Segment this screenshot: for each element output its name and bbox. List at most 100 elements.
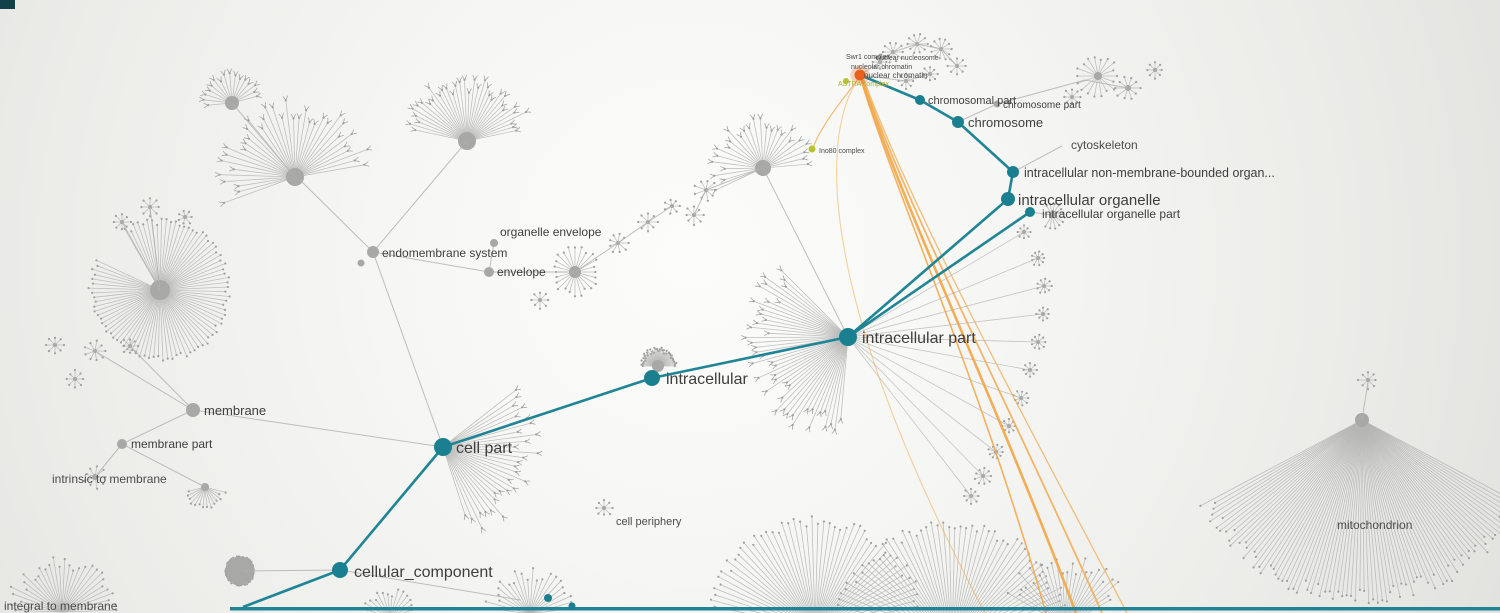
cluster-hub[interactable] [1366,378,1370,382]
spoke-tip [224,290,227,293]
node-label-intracellular-organelle-part[interactable]: intracellular organelle part [1042,207,1181,221]
term-label[interactable]: intrinsic to membrane [52,472,167,486]
cluster-hub[interactable] [1070,95,1074,99]
node-label-membrane-part[interactable]: membrane part [131,437,213,451]
term-label[interactable]: mitochondrion [1337,518,1412,532]
graph-node-intracellular-organelle[interactable] [1001,192,1015,206]
graph-node-organelle-envelope[interactable] [490,239,498,247]
graph-node-intracellular-organelle-part[interactable] [1025,207,1035,217]
node-label-chromosome-part[interactable]: chromosome part [1003,100,1081,111]
graph-node-chromosomal-part[interactable] [915,95,925,105]
spoke-tip [112,220,115,224]
graph-node-astra-node[interactable] [843,78,849,84]
graph-node-bottom-teal-dot-2[interactable] [568,602,576,610]
spoke-tip [942,521,945,524]
fan-cluster [112,213,133,231]
spoke-tip [213,502,216,505]
spoke-tip [760,534,763,538]
node-label-intracellular-part[interactable]: intracellular part [862,330,976,347]
node-label-organelle-envelope[interactable]: organelle envelope [500,225,602,239]
cluster-hub[interactable] [1094,72,1102,80]
spoke-tip [85,472,88,476]
spoke-tip [568,290,571,293]
term-label[interactable]: nucleolar chromatin [851,64,912,71]
spoke-tip [1109,598,1112,601]
spoke-tip [73,386,77,389]
node-label-intracellular-organelle[interactable]: intracellular organelle [1018,192,1161,209]
graph-node-chromosome-part[interactable] [993,100,1001,108]
term-label[interactable]: nuclear chromatin [864,71,928,80]
spoke-tip [906,42,909,46]
spoke-tip [1460,554,1463,557]
graph-node-membrane-part[interactable] [117,439,127,449]
spoke-tip [923,67,926,70]
spoke-tip [1043,256,1046,260]
graph-node-chromosome[interactable] [952,116,964,128]
node-label-cellular-component[interactable]: cellular_component [354,564,493,581]
fan-cluster [9,556,118,613]
cluster-hub[interactable] [53,343,57,347]
spoke-tip [833,526,837,529]
cluster-hub[interactable] [1153,68,1157,72]
graph-node-intracellular[interactable] [644,370,660,386]
spoke-tip [1415,576,1418,579]
term-label[interactable]: nuclear nucleosome [876,55,939,62]
term-label[interactable]: ASTRA complex [838,81,889,88]
graph-node-non-membrane-bounded-organelle[interactable] [1007,166,1019,178]
spoke-tip [95,358,98,362]
graph-node-nuclear-chromatin[interactable] [854,69,866,81]
term-label[interactable]: Swr1 complex [846,54,890,61]
spoke-tip [93,305,96,308]
spoke-tip [991,456,995,459]
cluster-hub[interactable] [652,360,664,372]
spoke-tip [409,598,412,602]
term-label[interactable]: integral to membrane [4,599,118,613]
cluster-hub[interactable] [73,377,77,381]
graph-node-bottom-teal-dot-1[interactable] [544,594,552,602]
graph-node-ino80-node[interactable] [808,145,816,153]
cluster-hub[interactable] [226,557,254,585]
spoke-tip [25,588,28,591]
spoke-tip [637,220,640,224]
node-label-membrane[interactable]: membrane [204,403,266,418]
graph-edge [94,443,123,478]
spoke-tip [1041,319,1045,322]
spoke-tip [652,215,656,218]
node-label-endomembrane-system[interactable]: endomembrane system [382,246,507,260]
spoke-tip [38,567,41,570]
spoke-tip [1209,520,1212,523]
node-label-chromosomal-part[interactable]: chromosomal part [928,95,1016,107]
node-label-non-membrane-bounded-organelle[interactable]: intracellular non-membrane-bounded organ… [1024,166,1275,180]
spoke-tip [128,338,132,341]
spoke-tip [977,494,980,498]
spoke-tip [1031,254,1034,257]
graph-node-membrane[interactable] [186,403,200,417]
graph-node-envelope[interactable] [484,267,494,277]
spoke-tip [692,205,696,208]
cluster-hub[interactable] [538,298,542,302]
node-label-intracellular[interactable]: intracellular [666,371,748,388]
node-label-chromosome[interactable]: chromosome [968,115,1043,130]
term-label[interactable]: cytoskeleton [1071,138,1138,152]
graph-node-endo-extra-dot[interactable] [357,259,365,267]
node-label-cell-part[interactable]: cell part [456,440,513,457]
graph-labels: cellular_component cell part intracellular… [4,54,1412,613]
cluster-hub[interactable] [602,506,606,510]
node-label-envelope[interactable]: envelope [497,265,546,279]
graph-node-cell-part[interactable] [434,438,452,456]
term-label[interactable]: cell periphery [616,516,682,528]
spoke-tip [99,317,103,320]
graph-node-endomembrane-system[interactable] [367,246,379,258]
cluster-hub[interactable] [183,215,187,219]
graph-node-intracellular-part[interactable] [839,328,857,346]
spoke-tip [1432,573,1435,576]
spoke-tip [1036,282,1039,285]
spoke-tip [182,222,185,225]
spoke-tip [930,50,933,53]
selected-path-edge [847,198,1009,338]
spoke-tip [1025,392,1028,395]
fan-cluster [484,567,576,613]
graph-node-cellular-component[interactable] [332,562,348,578]
term-label[interactable]: Ino80 complex [819,148,865,155]
